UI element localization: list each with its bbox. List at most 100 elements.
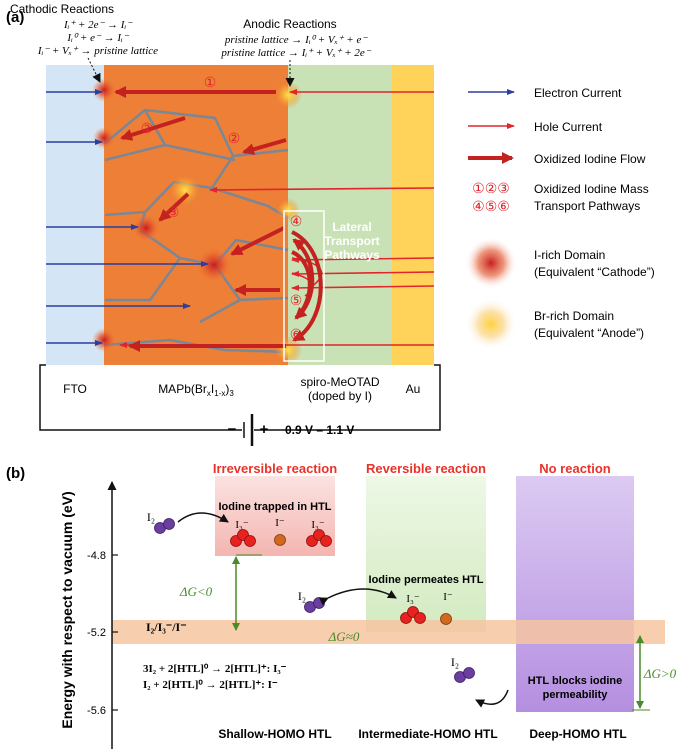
y-tick-label: -4.8 [87,550,106,562]
anodic-eq2: pristine lattice → Iᵢ⁺ + Vₓ⁺ + 2e⁻ [220,47,371,59]
species-im: I⁻ [275,517,285,529]
reversible-title: Reversible reaction [366,461,486,476]
htl-layer [288,65,392,365]
hole-current-arrow [209,186,435,193]
species-i3: I₃⁻ [235,519,248,531]
lateral-label-line3: Pathways [324,248,380,262]
legend-brrich-swatch [465,298,517,350]
i-rich-domain [92,78,116,102]
cathodic-pointer [87,57,101,83]
cathodic-title: Cathodic Reactions [10,2,114,16]
i2-reversible-arrow [318,588,397,606]
legend-irich-line2: (Equivalent “Cathode”) [534,265,655,279]
y-axis-label: Energy with respect to vacuum (eV) [59,491,75,728]
i3-molecule [306,529,332,547]
iodine-flow-arrow [230,226,285,256]
pathway-number: ② [141,120,154,136]
cathodic-eq1: Iᵢ⁺ + 2e⁻ → Iᵢ⁻ [63,19,133,31]
cathodic-eq2: Iᵢ⁰ + e⁻ → Iᵢ⁻ [66,32,129,44]
species-i3: I₃⁻ [406,593,419,605]
i2-molecule [454,667,475,683]
iodine-flows [114,86,323,352]
legend-nums-row2: ④⑤⑥ [472,198,510,214]
battery-minus: − [228,421,237,438]
i2-molecule [154,518,175,534]
i2-to-htl-arrow [177,512,229,523]
electron-currents [46,89,209,346]
legend-flow-label: Oxidized Iodine Flow [534,152,646,166]
reaction-1: 3I₂ + 2[HTL]⁰ → 2[HTL]⁺: I₃⁻ [143,663,287,675]
br-rich-domain [274,81,302,109]
y-ticks [112,554,118,711]
perovskite-label-part: ) [225,382,229,396]
dg-lt-label: ΔG<0 [179,584,213,599]
legend-brrich-line2: (Equivalent “Anode”) [534,326,644,340]
reversible-box [366,476,486,632]
im-ion [274,534,286,546]
perovskite-label-part: I [211,382,214,396]
reaction-2: I₂ + 2[HTL]⁰ → 2[HTL]⁺: I⁻ [143,679,278,691]
y-tick-label: -5.2 [87,627,106,639]
box1-title: Iodine trapped in HTL [218,501,331,513]
legend-electron-label: Electron Current [534,86,622,100]
battery-plus: + [260,421,269,438]
i2-blocked-arrow [475,689,509,708]
perovskite-layer [104,65,288,365]
anodic-eq1: pristine lattice → Iᵢ⁰ + Vₓ⁺ + e⁻ [224,34,369,46]
irreversible-title: Irreversible reaction [213,461,337,476]
br-rich-domain [276,198,300,222]
no-reaction-title: No reaction [539,461,611,476]
iodine-flow-arrow [242,138,287,156]
perovskite-label-sub: x [207,389,211,398]
species-i3: I₃⁻ [311,519,324,531]
iodine-flow-arrow [120,116,186,141]
htl-sublabel: (doped by I) [308,389,372,403]
legend-mass-line2: Transport Pathways [534,199,640,213]
pathway-number: ① [204,74,217,90]
panel-a-label: (a) [6,9,24,26]
im-ion [440,613,452,625]
x-label-deep: Deep-HOMO HTL [529,727,626,741]
pathway-number: ③ [167,204,180,220]
perovskite-label-sub: 3 [229,389,234,398]
box3-line1: HTL blocks iodine [528,675,623,687]
br-rich-domain [274,336,302,364]
legend-mass-line1: Oxidized Iodine Mass [534,182,649,196]
legend-irich-line1: I-rich Domain [534,248,605,262]
pathway-number: ⑥ [290,326,303,342]
panel-b-label: (b) [6,465,25,482]
dg-gt-label: ΔG>0 [643,666,677,681]
species-im: I⁻ [443,591,453,603]
legend-brrich-line1: Br-rich Domain [534,309,614,323]
anodic-title: Anodic Reactions [243,17,336,31]
dg-eq-label: ΔG≈0 [328,629,360,644]
x-label-intermediate: Intermediate-HOMO HTL [358,727,497,741]
species-i2: I₂ [147,510,155,524]
hole-current-arrow [291,270,435,277]
i-rich-domain [132,214,160,242]
fto-layer [46,65,104,365]
lateral-label-line1: Lateral [332,220,371,234]
perovskite-label: MAPb(BrxI1-x)3 [158,382,234,398]
redox-label: I₂/I₃⁻/I⁻ [146,620,187,634]
battery-voltage: 0.9 V – 1.1 V [285,423,354,437]
species-i2: I₂ [451,655,459,669]
hole-current-arrow [291,284,435,291]
perovskite-label-part: MAPb(Br [158,382,207,396]
box3-line2: permeability [543,689,609,701]
legend-irich-swatch [465,237,517,289]
cathodic-eq3: Iᵢ⁻ + Vₓ⁺ → pristine lattice [37,45,158,57]
no-reaction-box [516,476,634,712]
x-label-shallow: Shallow-HOMO HTL [218,727,331,741]
perovskite-label-sub: 1-x [214,389,225,398]
pathway-number: ② [228,130,241,146]
external-circuit [39,364,441,446]
i3-molecule [230,529,256,547]
legend-nums-row1: ①②③ [472,180,510,196]
au-layer [392,65,434,365]
lateral-label-line2: Transport [324,234,379,248]
br-rich-domain [169,174,201,206]
lateral-transport-box [283,210,325,362]
i-rich-domain [196,247,232,283]
i2-molecule [304,597,325,613]
